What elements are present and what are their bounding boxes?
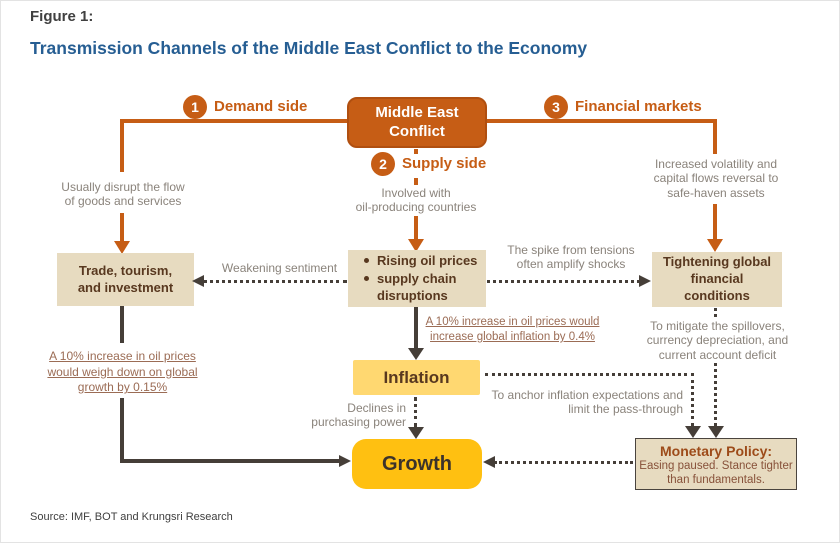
connector-supply-dash1 [414, 149, 418, 154]
dotted-mitigate-seg1 [714, 308, 717, 317]
note-oil-inflation: A 10% increase in oil prices would incre… [425, 316, 600, 343]
arrow-supply-head [408, 239, 424, 252]
dotted-anchor-vline [691, 373, 694, 426]
arrow-demand-line [120, 213, 124, 242]
bullet-icon [364, 258, 369, 264]
note-mitigate: To mitigate the spillovers, currency dep… [646, 319, 789, 362]
line-trade-down-seg2 [120, 398, 124, 462]
node-inflation: Inflation [353, 360, 480, 395]
channel-3-badge: 3 [544, 95, 568, 119]
note-anchor: To anchor inflation expectations and lim… [491, 388, 683, 417]
arrow-financial-line [713, 204, 717, 240]
node-middle-east-conflict: Middle East Conflict [347, 97, 487, 148]
arrow-trade-growth-head [339, 455, 351, 467]
note-supply: Involved with oil-producing countries [355, 186, 477, 215]
monetary-policy-title: Monetary Policy: [659, 443, 773, 459]
dotted-mitigate-head [708, 426, 724, 438]
dotted-monetary-growth-head [483, 456, 495, 468]
channel-1-label: Demand side [214, 98, 308, 115]
connector-supply-dash2 [414, 178, 418, 185]
note-financial: Increased volatility and capital flows r… [653, 157, 779, 200]
channel-2-label: Supply side [402, 155, 487, 172]
channel-3-label: Financial markets [575, 98, 702, 115]
figure-label: Figure 1: [30, 8, 94, 25]
connector-financial-vline [713, 119, 717, 154]
dotted-mitigate-seg2 [714, 363, 717, 426]
dotted-spike-line [487, 280, 640, 283]
line-trade-growth-hline [120, 459, 340, 463]
note-oil-growth: A 10% increase in oil prices would weigh… [47, 349, 198, 395]
line-trade-down-seg1 [120, 306, 124, 343]
note-weakening-sentiment: Weakening sentiment [221, 261, 338, 275]
node-monetary-policy: Monetary Policy: Easing paused. Stance t… [635, 438, 797, 490]
source-text: Source: IMF, BOT and Krungsri Research [30, 511, 233, 523]
bullet-icon [364, 275, 369, 281]
arrow-oil-inflation-line [414, 307, 418, 348]
dotted-anchor-head [685, 426, 701, 438]
node-tightening-global-financial: Tightening global financial conditions [652, 252, 782, 307]
dotted-monetary-growth-line [494, 461, 633, 464]
dotted-anchor-hline [485, 373, 694, 376]
channel-2-badge: 2 [371, 152, 395, 176]
dotted-inflation-growth-line [414, 397, 417, 427]
note-declines: Declines in purchasing power [311, 401, 406, 430]
arrow-oil-inflation-head [408, 348, 424, 360]
arrow-supply-line [414, 216, 418, 240]
connector-demand-hline [120, 119, 352, 123]
node-oil-supply-disruptions: Rising oil prices supply chain disruptio… [348, 250, 486, 307]
node-trade-tourism-investment: Trade, tourism, and investment [57, 253, 194, 306]
dotted-weakening-line [203, 280, 347, 283]
figure-title: Transmission Channels of the Middle East… [30, 38, 588, 58]
channel-1-badge: 1 [183, 95, 207, 119]
dotted-weakening-head [192, 275, 204, 287]
note-spike: The spike from tensions often amplify sh… [507, 243, 635, 272]
dotted-spike-head [639, 275, 651, 287]
note-demand: Usually disrupt the flow of goods and se… [61, 180, 185, 209]
arrow-demand-head [114, 241, 130, 254]
connector-demand-vline [120, 119, 124, 172]
dotted-inflation-growth-head [408, 427, 424, 439]
arrow-financial-head [707, 239, 723, 252]
connector-financial-hline [483, 119, 717, 123]
node-growth: Growth [352, 439, 482, 489]
